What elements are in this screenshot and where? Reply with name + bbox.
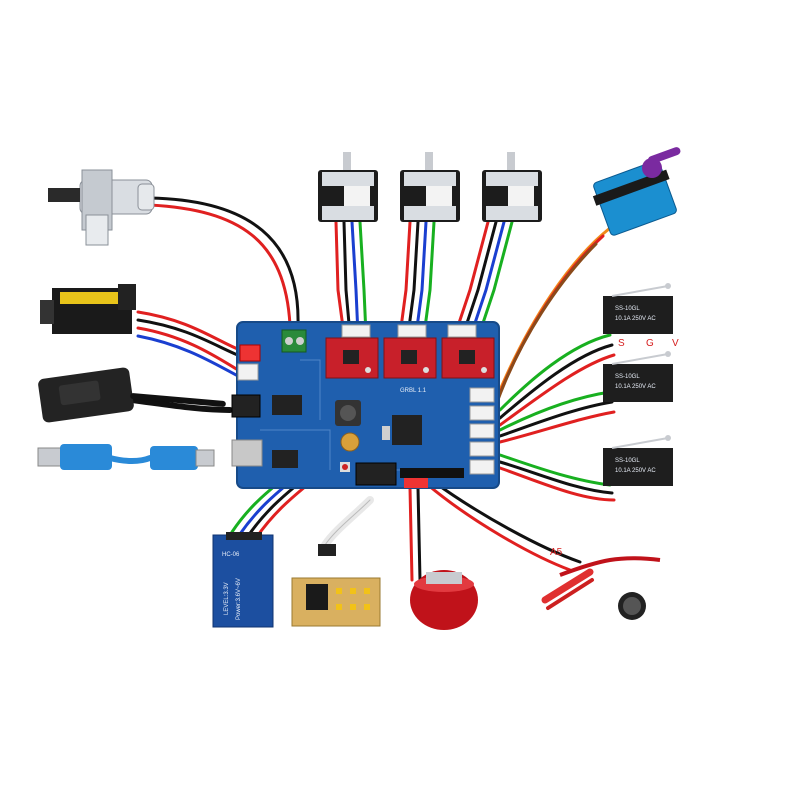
laser-module bbox=[40, 284, 136, 334]
spindle-wire-red bbox=[148, 203, 292, 327]
stepper1-wire-red bbox=[334, 220, 346, 337]
stepper-motor-1 bbox=[318, 152, 378, 222]
emergency-stop bbox=[410, 570, 478, 630]
ribbon-cable-edge bbox=[324, 499, 371, 546]
stepper-motor-2 bbox=[400, 152, 460, 222]
probe-wire-black bbox=[432, 480, 582, 564]
servo-wire-red bbox=[496, 234, 605, 400]
mcu-chip bbox=[392, 415, 422, 445]
usb-chip bbox=[272, 450, 298, 468]
laser-wire-blue bbox=[136, 334, 240, 378]
stepper3-wire-blue bbox=[469, 220, 506, 337]
stepper3-wire-black bbox=[461, 220, 498, 337]
laser-wire-red bbox=[136, 310, 242, 352]
jst-connectors-right bbox=[469, 387, 495, 475]
stepper3-wire-red bbox=[453, 220, 490, 337]
power-adapter bbox=[38, 367, 134, 423]
limit3-wire-green bbox=[498, 453, 612, 487]
servo-wire-orange bbox=[498, 226, 612, 392]
bt-level-label: LEVEL:3.3V bbox=[224, 582, 230, 615]
limit-pin-g: G bbox=[646, 338, 654, 349]
estop-wire-black bbox=[416, 486, 422, 582]
bt-wire-black bbox=[246, 482, 300, 538]
limit-switch-1: SS-10GL 10.1A 250V AC bbox=[603, 283, 673, 334]
stepper-driver-y bbox=[383, 337, 437, 379]
estop-wire-red bbox=[408, 486, 414, 582]
stepper1-wire-blue bbox=[350, 220, 360, 337]
regulator bbox=[272, 395, 302, 415]
limit1-wire-black bbox=[498, 343, 614, 420]
limit1-wire-green bbox=[498, 333, 612, 412]
limit-pin-s: S bbox=[618, 338, 625, 349]
fan-connector bbox=[237, 363, 259, 381]
stepper-motor-3 bbox=[482, 152, 542, 222]
limit-switch-2: SS-10GL 10.1A 250V AC bbox=[603, 351, 673, 402]
stepper2-wire-blue bbox=[414, 220, 428, 337]
wires bbox=[107, 196, 616, 582]
controller-board: GRBL 1.1 bbox=[231, 321, 500, 489]
limit-switch-2-model: SS-10GL bbox=[615, 374, 640, 380]
stepper2-wire-red bbox=[398, 220, 412, 337]
bluetooth-module: HC-06 Power:3.6V~6V LEVEL:3.3V bbox=[212, 532, 274, 628]
capacitor bbox=[340, 432, 360, 452]
crystal bbox=[382, 426, 390, 440]
laser-connector bbox=[239, 344, 261, 362]
stepper3-wire-green bbox=[477, 220, 514, 337]
stepper2-wire-green bbox=[422, 220, 436, 337]
probe-pin-label: A5 bbox=[550, 547, 563, 558]
limit-switch-1-rating: 10.1A 250V AC bbox=[615, 316, 656, 322]
limit-switch-1-model: SS-10GL bbox=[615, 306, 640, 312]
limit2-wire-green bbox=[498, 390, 612, 432]
limit2-wire-red bbox=[498, 410, 616, 444]
estop-connector bbox=[404, 478, 428, 488]
stepper1-wire-green bbox=[358, 220, 368, 337]
bt-model-label: HC-06 bbox=[222, 552, 240, 558]
stepper-driver-x bbox=[325, 337, 379, 379]
limit2-wire-black bbox=[498, 400, 614, 438]
bt-power-label: Power:3.6V~6V bbox=[236, 578, 242, 620]
screw-terminal bbox=[281, 329, 307, 353]
limit-switch-3-model: SS-10GL bbox=[615, 458, 640, 464]
idc-header bbox=[355, 462, 397, 486]
offline-controller bbox=[291, 544, 381, 627]
pin-header-bottom bbox=[400, 468, 464, 478]
usb-cable-assembly bbox=[37, 444, 215, 470]
stepper1-wire-black bbox=[342, 220, 352, 337]
servo-wire-brown bbox=[494, 242, 598, 407]
stepper-driver-z bbox=[441, 337, 495, 379]
power-cable bbox=[129, 397, 233, 413]
laser-wire-black bbox=[136, 318, 242, 358]
usb-cable bbox=[107, 455, 153, 464]
dc-jack bbox=[231, 394, 261, 418]
limit3-wire-red bbox=[498, 466, 616, 502]
limit-pin-v: V bbox=[672, 338, 679, 349]
touch-probe bbox=[541, 556, 661, 620]
limit3-wire-black bbox=[498, 460, 614, 495]
antenna-rod bbox=[130, 393, 226, 407]
laser-wire-red2 bbox=[136, 326, 240, 372]
jst-connectors-top bbox=[341, 324, 477, 338]
stepper2-wire-black bbox=[406, 220, 420, 337]
limit-switch-3-rating: 10.1A 250V AC bbox=[615, 468, 656, 474]
spindle-wire-black bbox=[148, 196, 300, 327]
probe-wire-red bbox=[426, 483, 572, 572]
spindle-motor bbox=[48, 169, 155, 246]
limit-switch-3: SS-10GL 10.1A 250V AC bbox=[603, 435, 673, 486]
servo-motor bbox=[592, 147, 681, 236]
usb-port bbox=[231, 439, 263, 467]
limit-switch-2-rating: 10.1A 250V AC bbox=[615, 384, 656, 390]
board-name-label: GRBL 1.1 bbox=[400, 388, 427, 394]
limit1-wire-red bbox=[498, 353, 616, 427]
